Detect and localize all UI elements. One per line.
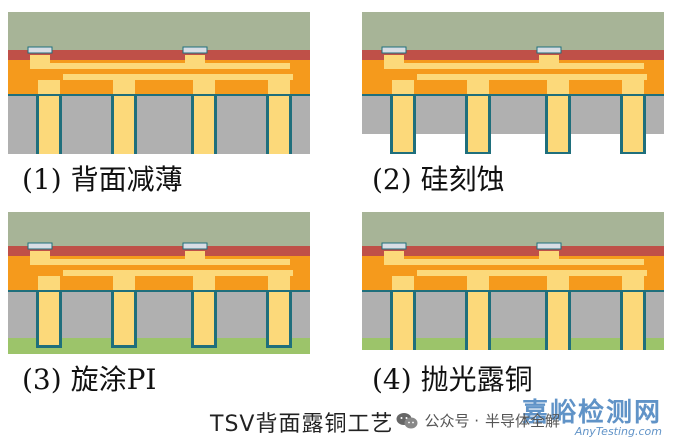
wechat-account-prefix: 公众号 · xyxy=(424,412,479,430)
cross-section-diagram-3 xyxy=(8,212,310,354)
caption-panel-2: (2) 硅刻蚀 xyxy=(372,163,505,196)
cross-section-diagram-2 xyxy=(362,12,664,154)
panel-2-silicon-etch xyxy=(362,12,664,154)
cross-section-diagram-1 xyxy=(8,12,310,154)
watermark-logo-text: 嘉峪检测网 xyxy=(521,398,662,428)
caption-panel-1: (1) 背面减薄 xyxy=(22,163,183,196)
caption-panel-4: (4) 抛光露铜 xyxy=(372,363,533,396)
panel-4-polish-expose-copper xyxy=(362,212,664,354)
wechat-account-watermark: 公众号 · 半导体全解 xyxy=(396,410,560,431)
watermark-logo-url: AnyTesting.com xyxy=(574,425,662,438)
wechat-icon xyxy=(396,412,418,428)
diagram-title: TSV背面露铜工艺 xyxy=(210,412,394,437)
panel-3-spin-coat-pi xyxy=(8,212,310,354)
wechat-account-name: 半导体全解 xyxy=(484,412,560,430)
watermark-logo: 嘉峪检测网 AnyTesting.com xyxy=(522,392,662,438)
panel-1-backside-thinning xyxy=(8,12,310,154)
cross-section-diagram-4 xyxy=(362,212,664,350)
caption-panel-3: (3) 旋涂PI xyxy=(22,363,157,396)
